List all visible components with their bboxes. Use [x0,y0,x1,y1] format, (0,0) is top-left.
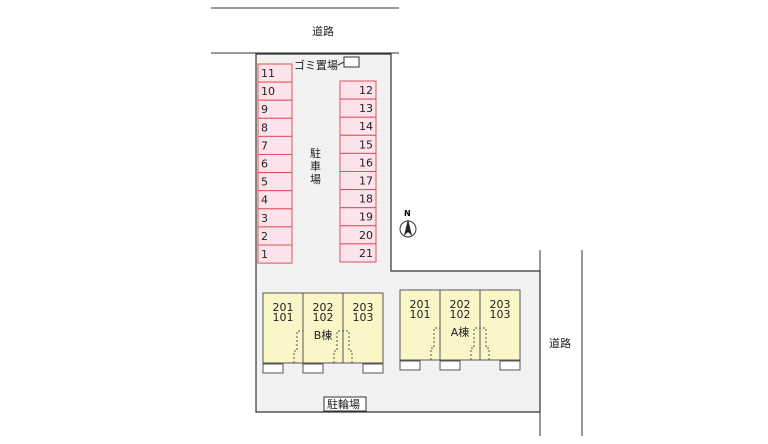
parking-label-2: 車 [310,159,321,173]
unit-number-lower: 103 [353,311,374,324]
parking-space [339,243,377,263]
porch-box [399,360,421,371]
parking-space-number: 19 [359,211,373,224]
unit-number-lower: 102 [313,311,334,324]
parking-space-number: 4 [261,194,268,207]
unit-number-upper: 203 [353,301,374,314]
parking-space-number: 7 [261,139,268,152]
parking-space-number: 13 [359,102,373,115]
compass-icon: N [399,209,417,238]
parking-space [257,244,293,264]
parking-label-3: 場 [310,173,321,186]
porch-box [439,360,461,371]
parking-space-number: 2 [261,230,268,243]
unit-number-lower: 103 [490,308,511,321]
porch-box [302,363,324,374]
parking-space-number: 18 [359,193,373,206]
porch-box [262,363,284,374]
unit-number-lower: 101 [410,308,431,321]
road-top-label: 道路 [312,24,334,38]
unit-number-upper: 203 [490,298,511,311]
parking-label-1: 駐 [310,146,321,160]
parking-space-number: 10 [261,85,275,98]
parking-space-number: 8 [261,121,268,134]
porch-box [499,360,521,371]
parking-space-number: 1 [261,248,268,261]
parking-space-number: 11 [261,67,275,80]
parking-space-number: 20 [359,229,373,242]
road-right-label: 道路 [549,336,571,350]
parking-space-number: 15 [359,138,373,151]
stairs-outline [293,330,353,363]
parking-space-number: 9 [261,103,268,116]
unit-number-upper: 201 [410,298,431,311]
parking-space-number: 12 [359,84,373,97]
unit-number-upper: 202 [450,298,471,311]
parking-space-number: 16 [359,156,373,169]
bicycle-parking-box [323,396,367,412]
unit-number-upper: 202 [313,301,334,314]
garbage-label: ゴミ置場 [294,58,338,72]
porch-box [362,363,384,374]
parking-space-number: 5 [261,176,268,189]
parking-space-number: 3 [261,212,268,225]
unit-number-lower: 101 [273,311,294,324]
parking-space-number: 21 [359,247,373,260]
compass-north-label: N [404,209,411,218]
bicycle-parking-label: 駐輪場 [327,397,360,411]
garbage-box [343,56,360,68]
unit-number-lower: 102 [450,308,471,321]
building-name: B棟 [314,328,333,342]
parking-space-number: 17 [359,175,373,188]
building-name: A棟 [451,325,470,339]
parking-space-number: 14 [359,120,373,133]
parking-space-number: 6 [261,158,268,171]
unit-number-upper: 201 [273,301,294,314]
garbage-pointer [337,61,345,66]
stairs-outline [430,327,490,360]
